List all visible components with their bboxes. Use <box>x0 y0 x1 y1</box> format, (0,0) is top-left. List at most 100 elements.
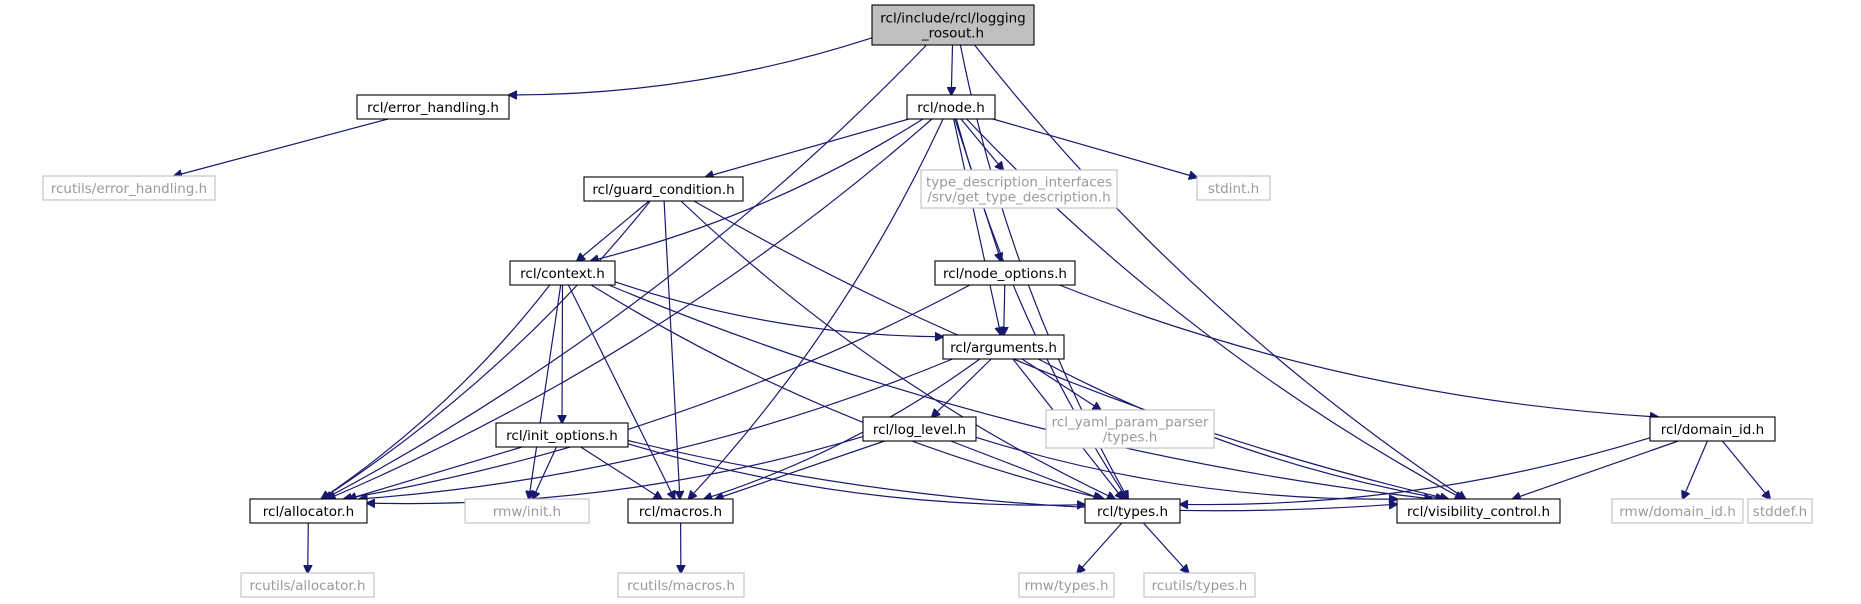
edge-domain-id-to-types <box>1180 437 1651 505</box>
edge-context-to-rmw-init <box>529 284 562 499</box>
node-log-level[interactable]: rcl/log_level.h <box>862 416 977 442</box>
node-label: rmw/types.h <box>1024 578 1108 594</box>
node-init-options[interactable]: rcl/init_options.h <box>495 422 629 448</box>
node-label: type_description_interfaces/srv/get_type… <box>926 175 1112 206</box>
node-box <box>1084 498 1181 524</box>
node-label: rcl/log_level.h <box>873 422 966 438</box>
node-allocator[interactable]: rcl/allocator.h <box>249 498 368 524</box>
edge-node-options-to-allocator <box>344 284 971 499</box>
node-stddef: stddef.h <box>1747 498 1813 524</box>
edge-init-options-to-types <box>627 443 1085 505</box>
edge-root-to-error-handling <box>509 37 873 95</box>
edge-allocator-to-rcutils-allocator <box>308 522 309 573</box>
node-yaml-param-parser: rcl_yaml_param_parser/types.h <box>1045 409 1215 449</box>
node-rmw-init: rmw/init.h <box>464 498 590 524</box>
edge-guard-condition-to-types <box>680 200 1115 499</box>
node-box <box>1649 416 1776 442</box>
edge-arguments-to-macros <box>704 358 981 499</box>
node-box <box>1747 498 1813 524</box>
node-box <box>906 94 996 120</box>
node-box <box>509 260 616 286</box>
node-rmw-types: rmw/types.h <box>1018 572 1115 598</box>
node-label: rcutils/allocator.h <box>249 578 365 594</box>
node-label: rcl/allocator.h <box>263 504 354 520</box>
node-label: rcl/node.h <box>917 100 985 116</box>
node-label: rcl/visibility_control.h <box>1407 504 1550 520</box>
node-box <box>464 498 590 524</box>
edge-init-options-to-macros <box>580 446 662 499</box>
node-macros[interactable]: rcl/macros.h <box>627 498 734 524</box>
edge-log-level-to-allocator <box>367 436 864 504</box>
node-box <box>862 416 977 442</box>
node-box <box>249 498 368 524</box>
edge-error-handling-to-rcutils-error-handling <box>174 118 389 176</box>
edge-node-to-arguments <box>953 118 1001 335</box>
edge-node-to-allocator <box>328 118 933 499</box>
edge-root-to-allocator <box>324 44 927 499</box>
node-rcutils-error-handling: rcutils/error_handling.h <box>42 175 216 201</box>
edge-node-options-to-arguments <box>1004 284 1005 335</box>
node-node[interactable]: rcl/node.h <box>906 94 996 120</box>
node-box <box>627 498 734 524</box>
node-type-description: type_description_interfaces/srv/get_type… <box>920 169 1118 209</box>
node-box <box>1143 572 1256 598</box>
node-label: rcl/error_handling.h <box>367 100 499 116</box>
edge-node-to-stdint <box>992 118 1197 178</box>
node-label: rcutils/error_handling.h <box>51 181 207 197</box>
node-box <box>1018 572 1115 598</box>
node-box <box>495 422 629 448</box>
edge-context-to-types <box>590 284 1104 499</box>
edge-layer <box>174 37 1770 573</box>
node-domain-id[interactable]: rcl/domain_id.h <box>1649 416 1776 442</box>
node-stdint: stdint.h <box>1196 175 1271 201</box>
edge-context-to-allocator <box>321 284 551 499</box>
node-rmw-domain-id: rmw/domain_id.h <box>1611 498 1744 524</box>
node-node-options[interactable]: rcl/node_options.h <box>934 260 1076 286</box>
node-box <box>942 334 1065 360</box>
node-label: rcutils/macros.h <box>627 578 735 594</box>
node-box <box>583 176 744 202</box>
node-box <box>617 572 745 598</box>
node-box <box>240 572 375 598</box>
node-error-handling[interactable]: rcl/error_handling.h <box>356 94 510 120</box>
node-context[interactable]: rcl/context.h <box>509 260 616 286</box>
node-label: rcutils/types.h <box>1152 578 1248 594</box>
node-label: rcl/guard_condition.h <box>592 182 734 198</box>
edge-guard-condition-to-allocator <box>322 200 651 499</box>
node-guard-condition[interactable]: rcl/guard_condition.h <box>583 176 744 202</box>
edge-domain-id-to-visibility-control <box>1513 440 1679 499</box>
node-box <box>934 260 1076 286</box>
node-label: rcl/domain_id.h <box>1661 422 1764 438</box>
edge-arguments-to-allocator <box>359 358 953 499</box>
edge-domain-id-to-rmw-domain-id <box>1683 440 1708 499</box>
edge-init-options-to-rmw-init <box>533 446 558 499</box>
node-types[interactable]: rcl/types.h <box>1084 498 1181 524</box>
edge-domain-id-to-stddef <box>1721 440 1770 499</box>
edge-log-level-to-macros <box>716 440 885 499</box>
node-layer: rcl/include/rcl/logging_rosout.h rcl/erro… <box>42 4 1813 598</box>
node-label: stddef.h <box>1753 504 1807 520</box>
node-visibility-control[interactable]: rcl/visibility_control.h <box>1396 498 1561 524</box>
edge-node-to-macros <box>689 118 944 499</box>
edge-root-to-visibility-control <box>974 44 1466 499</box>
edge-context-to-macros <box>567 284 674 499</box>
node-label: rcl/macros.h <box>639 504 722 520</box>
node-box <box>1196 175 1271 201</box>
edge-guard-condition-to-visibility-control <box>693 200 1448 499</box>
node-label: rcl/node_options.h <box>943 266 1067 282</box>
edge-node-options-to-domain-id <box>1059 284 1658 417</box>
node-rcutils-macros: rcutils/macros.h <box>617 572 745 598</box>
node-label: rcl/include/rcl/logging_rosout.h <box>880 11 1025 42</box>
edge-init-options-to-visibility-control <box>627 439 1397 512</box>
node-root[interactable]: rcl/include/rcl/logging_rosout.h <box>871 4 1035 46</box>
edge-node-to-type-description <box>960 118 1003 170</box>
node-label: stdint.h <box>1208 181 1259 197</box>
node-label: rmw/init.h <box>493 504 561 520</box>
node-arguments[interactable]: rcl/arguments.h <box>942 334 1065 360</box>
edge-node-to-guard-condition <box>706 118 910 177</box>
node-box <box>871 4 1035 46</box>
edge-context-to-arguments <box>614 281 943 337</box>
node-label: rcl/arguments.h <box>950 340 1057 356</box>
node-label: rcl/types.h <box>1097 504 1168 520</box>
